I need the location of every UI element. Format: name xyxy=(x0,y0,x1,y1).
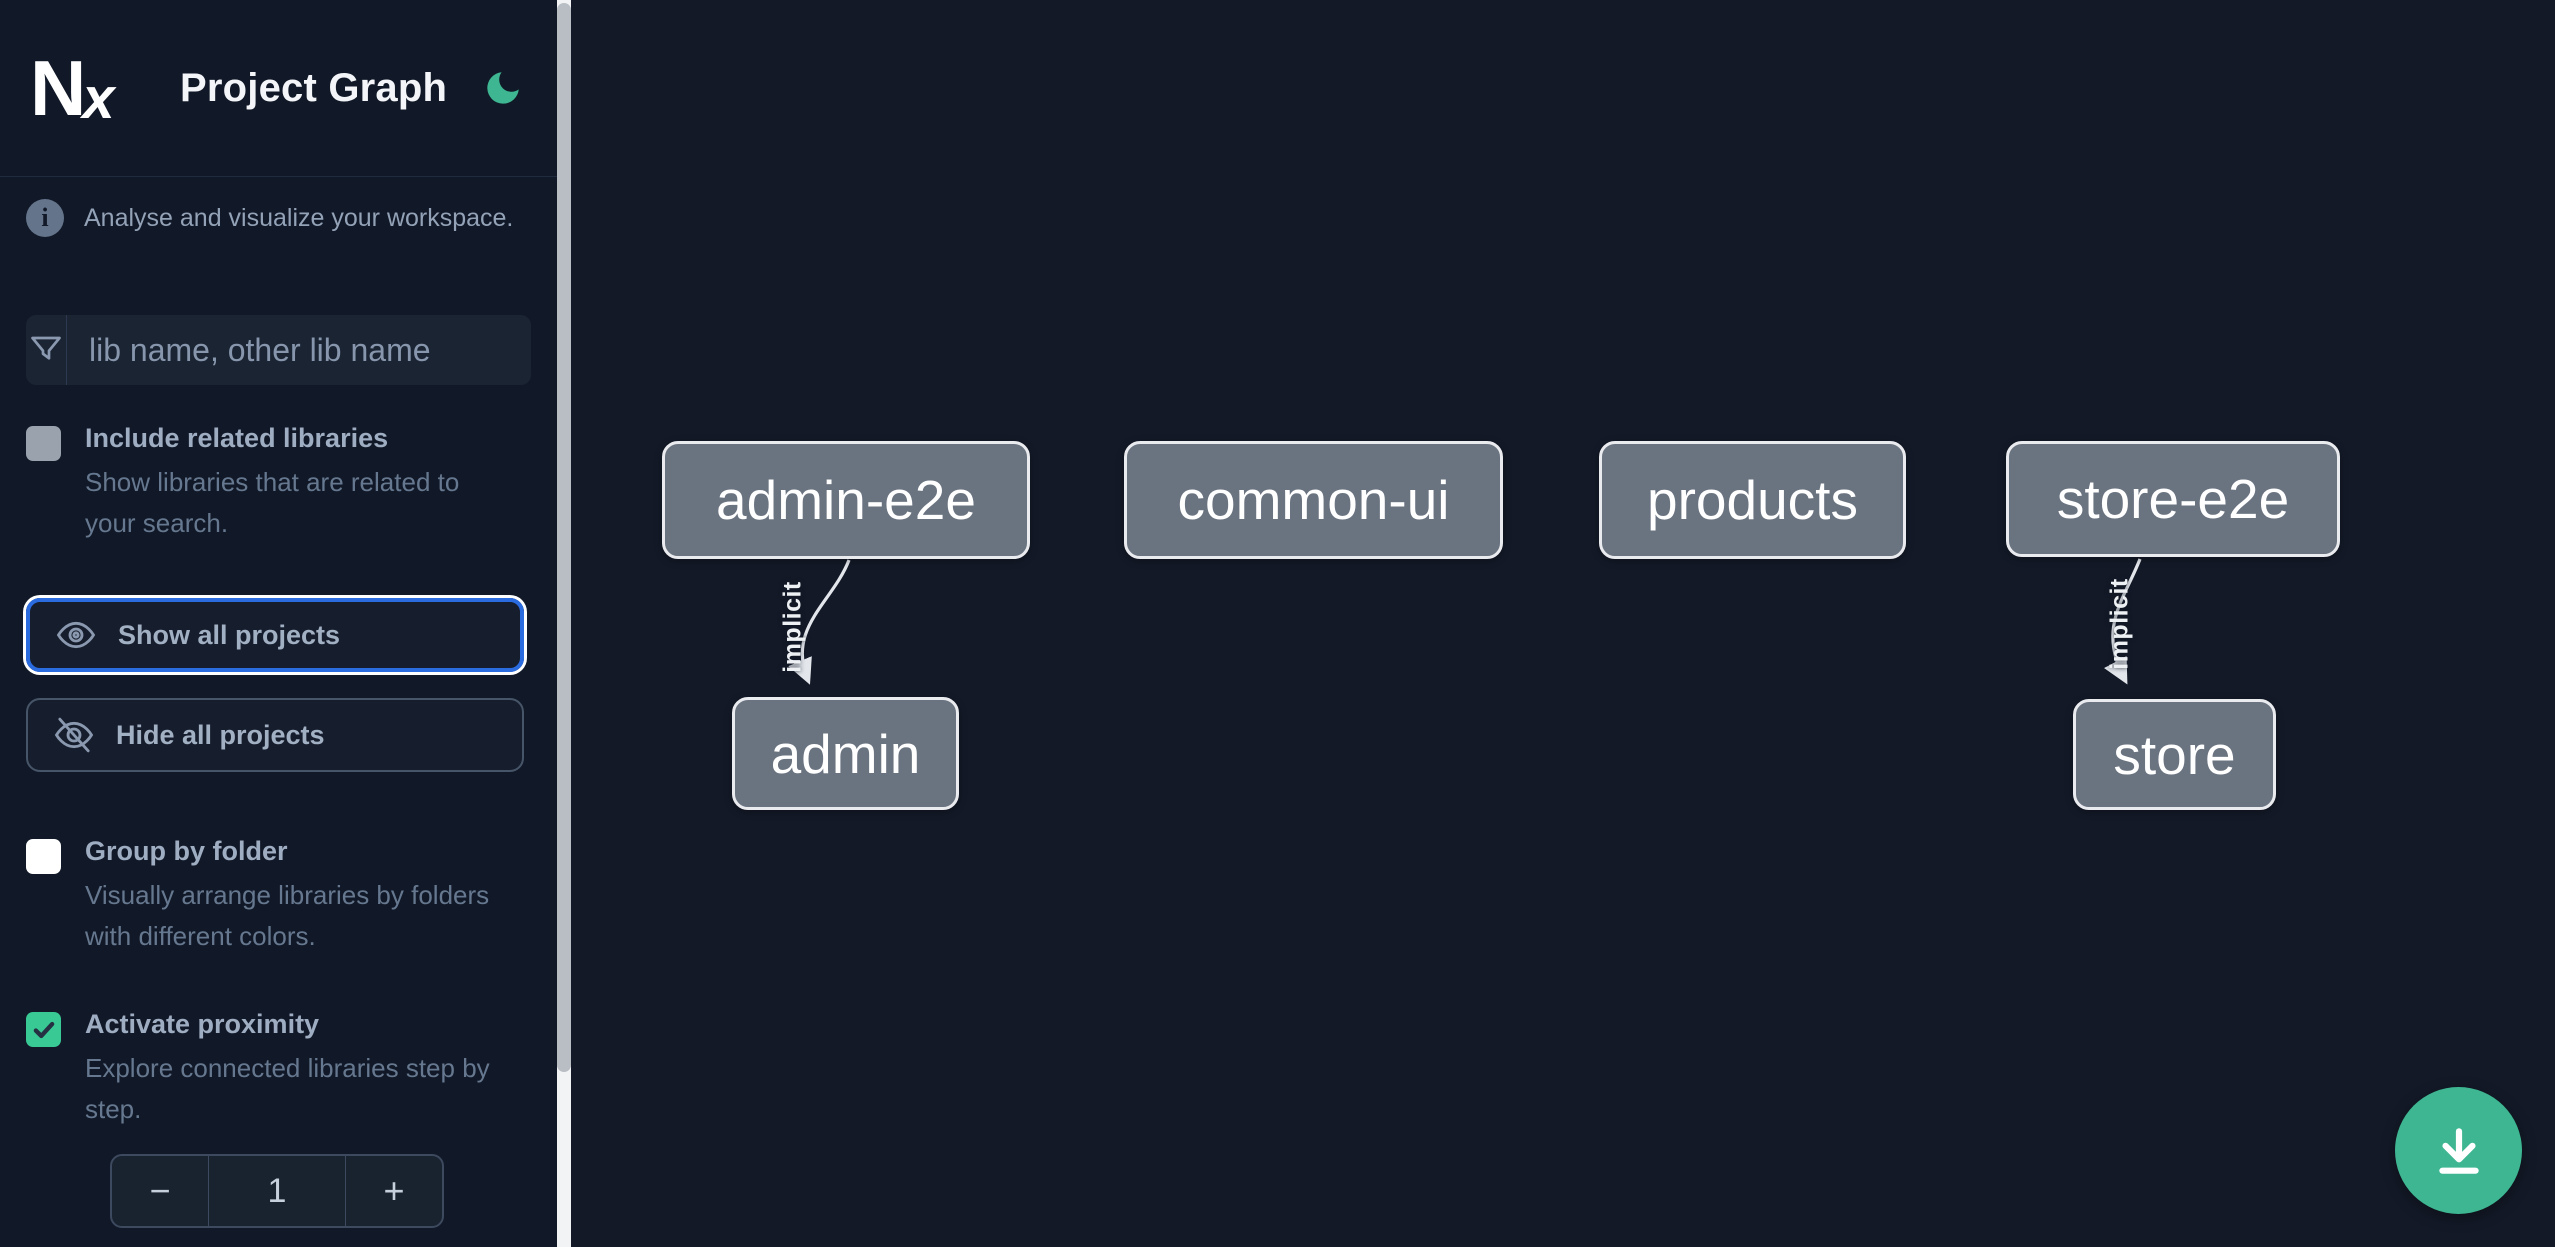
eye-off-icon xyxy=(54,717,94,753)
graph-node-common-ui[interactable]: common-ui xyxy=(1124,441,1503,559)
project-graph-canvas[interactable] xyxy=(571,0,2555,1247)
sidebar-scrollbar-track xyxy=(557,0,571,1247)
include-related-description: Show libraries that are related to your … xyxy=(85,467,460,538)
group-by-folder-description: Visually arrange libraries by folders wi… xyxy=(85,880,490,951)
dark-mode-toggle[interactable] xyxy=(479,64,527,112)
activate-proximity-label: Activate proximity xyxy=(85,1009,320,1039)
info-text: Analyse and visualize your workspace. xyxy=(84,203,514,232)
show-all-projects-button[interactable]: Show all projects xyxy=(26,598,524,672)
filter-box xyxy=(26,315,531,385)
filter-icon-cell xyxy=(26,315,67,385)
toggle-activate-proximity: Activate proximity Explore connected lib… xyxy=(26,1009,531,1130)
page-title: Project Graph xyxy=(180,65,448,110)
graph-node-admin[interactable]: admin xyxy=(732,697,959,810)
group-by-folder-checkbox[interactable] xyxy=(26,839,61,874)
include-related-label: Include related libraries xyxy=(85,423,389,453)
stepper-increment-button[interactable]: + xyxy=(346,1156,442,1226)
download-icon xyxy=(2438,1127,2479,1174)
download-graph-button[interactable] xyxy=(2395,1087,2522,1214)
stepper-value[interactable]: 1 xyxy=(208,1156,346,1226)
graph-node-products[interactable]: products xyxy=(1599,441,1906,559)
show-all-projects-label: Show all projects xyxy=(118,619,341,650)
stepper-decrement-button[interactable]: − xyxy=(112,1156,208,1226)
moon-icon xyxy=(487,72,519,104)
toggle-include-related: Include related libraries Show libraries… xyxy=(26,423,531,544)
graph-node-admin-e2e[interactable]: admin-e2e xyxy=(662,441,1030,559)
hide-all-projects-label: Hide all projects xyxy=(116,719,325,750)
graph-node-store[interactable]: store xyxy=(2073,699,2276,810)
search-input[interactable] xyxy=(67,315,531,385)
activate-proximity-checkbox[interactable] xyxy=(26,1012,61,1047)
info-icon: i xyxy=(26,199,64,237)
include-related-checkbox[interactable] xyxy=(26,426,61,461)
info-row: i Analyse and visualize your workspace. xyxy=(26,199,531,237)
sidebar-scrollbar-thumb[interactable] xyxy=(557,3,571,1072)
group-by-folder-label: Group by folder xyxy=(85,836,288,866)
toggle-group-by-folder: Group by folder Visually arrange librari… xyxy=(26,836,531,957)
activate-proximity-description: Explore connected libraries step by step… xyxy=(85,1053,490,1124)
funnel-icon xyxy=(31,336,61,360)
eye-icon xyxy=(56,621,96,649)
graph-node-store-e2e[interactable]: store-e2e xyxy=(2006,441,2340,557)
checkmark-icon xyxy=(33,1021,54,1038)
proximity-stepper: − 1 + xyxy=(110,1154,444,1228)
hide-all-projects-button[interactable]: Hide all projects xyxy=(26,698,524,772)
